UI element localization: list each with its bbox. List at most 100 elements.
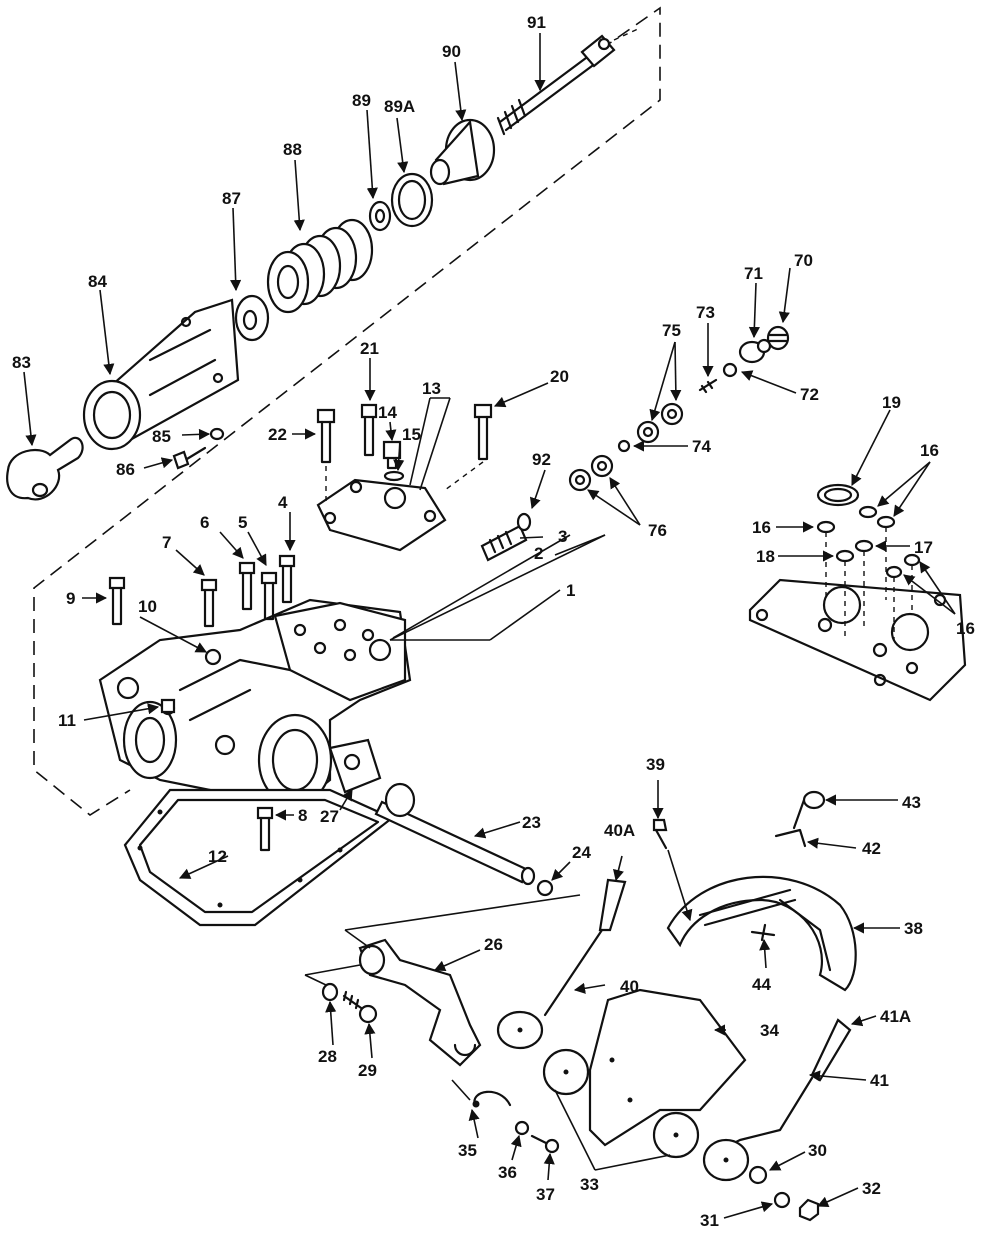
label-14: 14 [378, 403, 397, 422]
part-number-labels: 91 90 89 89A 88 87 84 83 85 86 22 21 13 … [12, 13, 975, 1230]
label-83: 83 [12, 353, 31, 372]
label-16-right: 16 [956, 619, 975, 638]
label-88: 88 [283, 140, 302, 159]
label-72: 72 [800, 385, 819, 404]
label-22: 22 [268, 425, 287, 444]
label-85: 85 [152, 427, 171, 446]
label-33: 33 [580, 1175, 599, 1194]
label-21: 21 [360, 339, 379, 358]
ball-74 [617, 439, 631, 453]
pin-44 [750, 923, 776, 942]
yoke-83 [6, 436, 84, 501]
washer-36 [514, 1120, 530, 1136]
label-2: 2 [534, 544, 543, 563]
arm-26 [358, 938, 482, 1067]
label-84: 84 [88, 272, 107, 291]
bolt-22 [316, 408, 336, 505]
label-37: 37 [536, 1185, 555, 1204]
label-29: 29 [358, 1061, 377, 1080]
label-11: 11 [58, 711, 76, 730]
plate-34 [588, 988, 747, 1147]
label-71: 71 [744, 264, 763, 283]
washer-87 [234, 294, 270, 342]
label-73: 73 [696, 303, 715, 322]
washers-75 [636, 402, 684, 444]
clip-42 [774, 828, 807, 848]
label-39: 39 [646, 755, 665, 774]
label-40A: 40A [604, 821, 635, 840]
piston-rod-91 [496, 27, 641, 136]
o-ring-17 [854, 539, 874, 553]
label-89: 89 [352, 91, 371, 110]
o-ring-18 [835, 549, 855, 563]
valve-spool-2 [480, 524, 528, 562]
label-28: 28 [318, 1047, 337, 1066]
bolts-4-to-11 [108, 554, 296, 852]
cover-13 [316, 478, 447, 552]
label-17: 17 [914, 538, 933, 557]
label-91: 91 [527, 13, 546, 32]
washer-24 [536, 879, 554, 897]
cap-70 [766, 325, 790, 351]
label-87: 87 [222, 189, 241, 208]
washer-85 [209, 427, 225, 441]
label-27: 27 [320, 807, 339, 826]
quadrant-38 [666, 875, 857, 992]
nut-31 [773, 1191, 791, 1209]
label-30: 30 [808, 1141, 827, 1160]
valve-plate-detail [748, 578, 967, 702]
cylinder-84 [82, 298, 240, 451]
nut-32 [798, 1198, 820, 1222]
washer-72 [722, 362, 738, 378]
label-76: 76 [648, 521, 667, 540]
label-86: 86 [116, 460, 135, 479]
spring-clip-35 [472, 1090, 512, 1108]
label-6: 6 [200, 513, 209, 532]
label-20: 20 [550, 367, 569, 386]
label-75: 75 [662, 321, 681, 340]
plug-14 [382, 440, 402, 470]
label-41: 41 [870, 1071, 889, 1090]
label-35: 35 [458, 1141, 477, 1160]
label-13: 13 [422, 379, 441, 398]
label-32: 32 [862, 1179, 881, 1198]
label-26: 26 [484, 935, 503, 954]
label-31: 31 [700, 1211, 719, 1230]
leader-lines [23, 33, 956, 1219]
o-ring-guides [825, 527, 913, 640]
label-7: 7 [162, 533, 171, 552]
bolt-86 [172, 446, 207, 470]
label-3: 3 [558, 527, 567, 546]
oil-pan-12 [123, 788, 395, 927]
flange-27 [328, 738, 382, 794]
lever-41 [702, 1018, 852, 1182]
label-41A: 41A [880, 1007, 911, 1026]
bolt-21 [360, 403, 378, 457]
lever-40 [496, 878, 627, 1050]
label-44: 44 [752, 975, 771, 994]
shaft-23 [374, 782, 536, 886]
label-15: 15 [402, 425, 421, 444]
label-92: 92 [532, 450, 551, 469]
label-16-left: 16 [752, 518, 771, 537]
fitting-71 [738, 338, 772, 364]
friction-discs-33 [542, 1048, 700, 1159]
o-ring-19 [816, 483, 860, 507]
label-89A: 89A [384, 97, 415, 116]
label-5: 5 [238, 513, 247, 532]
label-18: 18 [756, 547, 775, 566]
spring-88 [266, 218, 374, 314]
assembly-boundary [33, 6, 661, 816]
lift-housing-1 [98, 598, 412, 810]
label-9: 9 [66, 589, 75, 608]
label-38: 38 [904, 919, 923, 938]
screw-37 [530, 1134, 560, 1154]
label-70: 70 [794, 251, 813, 270]
label-12: 12 [208, 847, 227, 866]
label-8: 8 [298, 806, 307, 825]
label-23: 23 [522, 813, 541, 832]
screw-29 [342, 990, 378, 1024]
label-10: 10 [138, 597, 157, 616]
label-34: 34 [760, 1021, 779, 1040]
